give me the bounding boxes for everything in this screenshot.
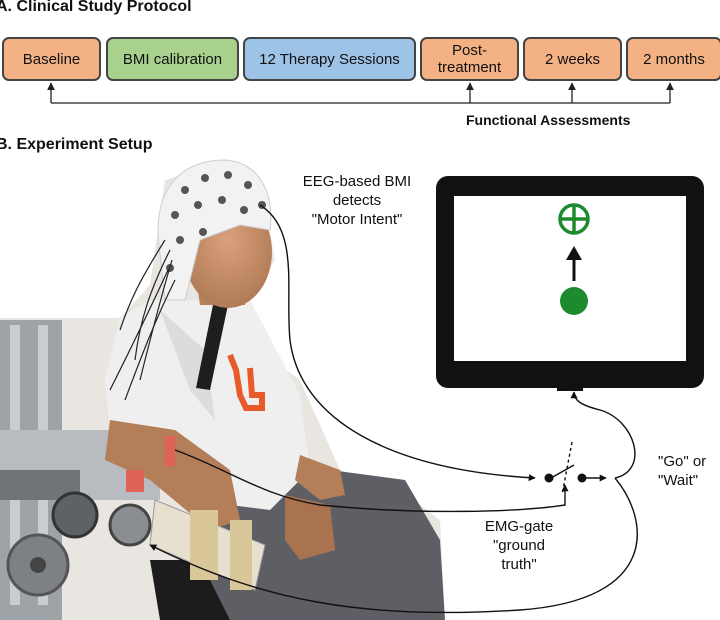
assessment-bracket (47, 82, 674, 104)
monitor (436, 176, 704, 391)
step-baseline: Baseline (2, 37, 101, 81)
up-arrow-icon (566, 246, 582, 281)
step-bmi-calibration: BMI calibration (106, 37, 239, 81)
step-therapy-sessions: 12 Therapy Sessions (243, 37, 416, 81)
section-a-title: A. Clinical Study Protocol (0, 0, 192, 15)
section-b-title: B. Experiment Setup (0, 136, 153, 153)
target-plus-icon (558, 203, 590, 235)
emg-label: EMG-gate "ground truth" (484, 518, 554, 573)
functional-assessments-label: Functional Assessments (466, 112, 631, 128)
step-2-months: 2 months (626, 37, 720, 81)
switch-nodes (544, 473, 587, 483)
step-2-weeks: 2 weeks (523, 37, 622, 81)
cursor-dot-icon (560, 287, 588, 315)
output-label: "Go" or "Wait" (658, 453, 707, 489)
eeg-label: EEG-based BMI detects "Motor Intent" (302, 173, 412, 228)
step-post-treatment: Post- treatment (420, 37, 519, 81)
experiment-photo (0, 159, 445, 620)
signal-lines (149, 204, 638, 614)
